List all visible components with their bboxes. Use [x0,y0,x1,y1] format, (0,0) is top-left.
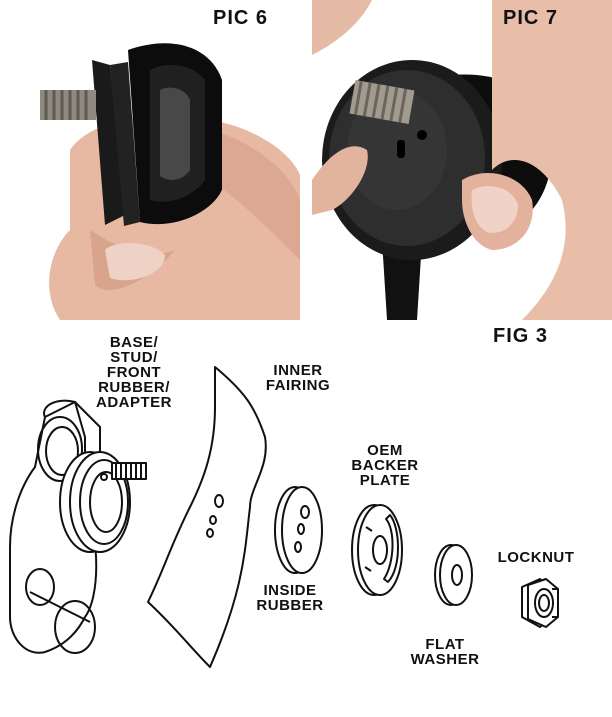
label-locknut-line-1: LOCKNUT [497,549,575,566]
label-inner-fairing-line-2: FAIRING [265,377,331,394]
label-inner-fairing-line-1: INNER [273,362,323,379]
locknut-part [521,578,559,628]
label-base-line-2: STUD/ [110,349,158,366]
label-oem-backer-plate: OEM BACKER PLATE [330,443,440,488]
label-base-stud-front-rubber-adapter: BASE/ STUD/ FRONT RUBBER/ ADAPTER [74,335,194,410]
photo-pic-6 [0,0,300,320]
label-inside-rubber: INSIDE RUBBER [240,583,340,613]
pic-7-label: PIC 7 [503,7,559,29]
inner-fairing-sheet [147,366,267,668]
label-locknut: LOCKNUT [486,550,586,565]
flat-washer-part [434,544,473,606]
label-oem-line-3: PLATE [359,472,411,489]
fig-3-label: FIG 3 [493,325,549,347]
label-base-line-4: RUBBER/ [98,379,170,396]
label-inside-rubber-line-1: INSIDE [263,582,317,599]
label-flat-washer-line-1: FLAT [425,636,465,653]
label-inner-fairing: INNER FAIRING [248,363,348,393]
label-oem-line-2: BACKER [351,457,419,474]
base-puck [59,451,131,553]
photo-pic-7 [312,0,612,320]
label-base-line-1: BASE/ [109,334,159,351]
label-oem-line-1: OEM [367,442,403,459]
label-base-line-5: ADAPTER [95,394,172,411]
label-flat-washer-line-2: WASHER [410,651,480,668]
stud [111,462,147,480]
pic-6-illustration [40,43,300,320]
pic-7-illustration [312,0,612,320]
oem-backer-plate-part [351,504,403,596]
label-base-line-3: FRONT [106,364,162,381]
fig-3-exploded-diagram [9,366,559,668]
label-inside-rubber-line-2: RUBBER [256,597,324,614]
pic-6-label: PIC 6 [213,7,269,29]
inside-rubber-part [274,486,323,574]
label-flat-washer: FLAT WASHER [395,637,495,667]
